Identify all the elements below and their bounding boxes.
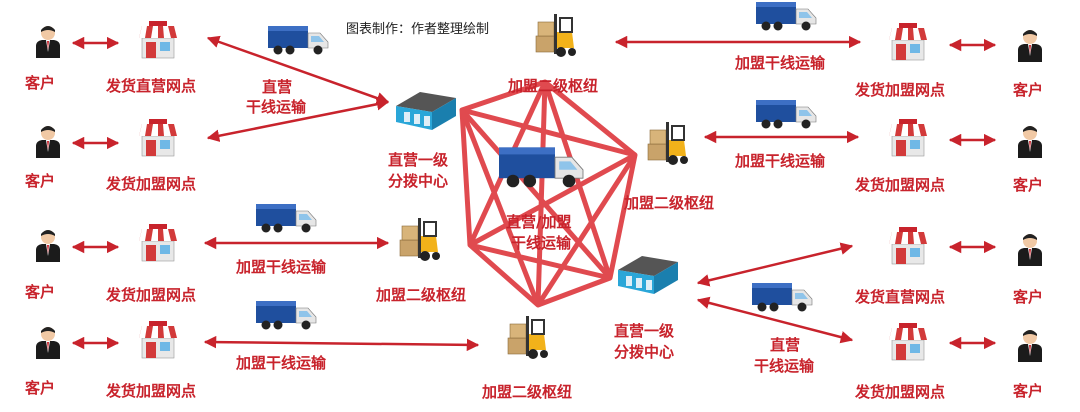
customer-label: 客户 [24,74,55,92]
customer-label: 客户 [1012,382,1043,400]
connector-lines [71,35,997,352]
shop-icon [138,320,178,359]
truck-icon [755,1,817,31]
franchise-hub-label: 加盟二级枢纽 [481,383,572,401]
franchise-outlet-label: 发货加盟网点 [854,81,945,99]
warehouse-icon [396,92,456,130]
mixed-trunk-label-line2: 干线运输 [511,234,572,252]
forklift-icon [399,217,441,262]
forklift-icon [535,13,577,58]
customer-label: 客户 [24,283,55,301]
truck-icon [267,25,329,55]
franchise-outlet-label: 发货加盟网点 [105,286,196,304]
truck-icon [255,300,317,330]
person-icon [1018,30,1042,62]
direct-center-label-line2: 分拨中心 [388,172,448,190]
franchise-hub-label: 加盟二级枢纽 [623,194,714,212]
truck-icon [755,99,817,129]
shop-icon [138,223,178,262]
forklift-icon [507,315,549,360]
forklift-icon [647,121,689,166]
shop-icon [888,226,928,265]
direct-trunk-label-line1: 直营 [262,78,292,96]
customer-label: 客户 [1012,288,1043,306]
franchise-outlet-label: 发货加盟网点 [854,176,945,194]
direct-outlet-label: 发货直营网点 [854,288,945,306]
shop-icon [888,322,928,361]
franchise-outlet-label: 发货加盟网点 [105,382,196,400]
franchise-hub-label: 加盟二级枢纽 [507,77,598,95]
person-icon [1018,330,1042,362]
person-icon [36,26,60,58]
franchise-trunk-label: 加盟干线运输 [235,258,327,276]
shop-icon [888,22,928,61]
shop-icon [138,20,178,59]
direct-trunk-label-line1: 直营 [770,336,800,354]
truck-icon [255,203,317,233]
franchise-outlet-label: 发货加盟网点 [105,175,196,193]
person-icon [36,230,60,262]
warehouse-icon [618,256,678,294]
franchise-trunk-label: 加盟干线运输 [734,152,826,170]
direct-center-label-line2: 分拨中心 [614,343,674,361]
franchise-trunk-label: 加盟干线运输 [235,354,327,372]
person-icon [36,327,60,359]
mixed-trunk-label-line1: 直营/加盟 [506,213,571,231]
person-icon [1018,126,1042,158]
customer-label: 客户 [1012,176,1043,194]
direct-outlet-label: 发货直营网点 [105,77,196,95]
customer-label: 客户 [24,172,55,190]
direct-center-label-line1: 直营一级 [388,151,449,169]
direct-trunk-label-line2: 干线运输 [754,357,815,375]
person-icon [1018,234,1042,266]
customer-label: 客户 [1012,81,1043,99]
central-trunk-mesh [459,79,638,308]
truck-icon [751,282,813,312]
direct-center-label-line1: 直营一级 [614,322,675,340]
direct-trunk-label-line2: 干线运输 [246,98,307,116]
franchise-hub-label: 加盟二级枢纽 [375,286,466,304]
customer-label: 客户 [24,379,55,397]
franchise-outlet-label: 发货加盟网点 [854,383,945,401]
person-icon [36,126,60,158]
figure-caption: 图表制作：作者整理绘制 [346,22,489,37]
franchise-trunk-label: 加盟干线运输 [734,54,826,72]
shop-icon [888,118,928,157]
shop-icon [138,118,178,157]
